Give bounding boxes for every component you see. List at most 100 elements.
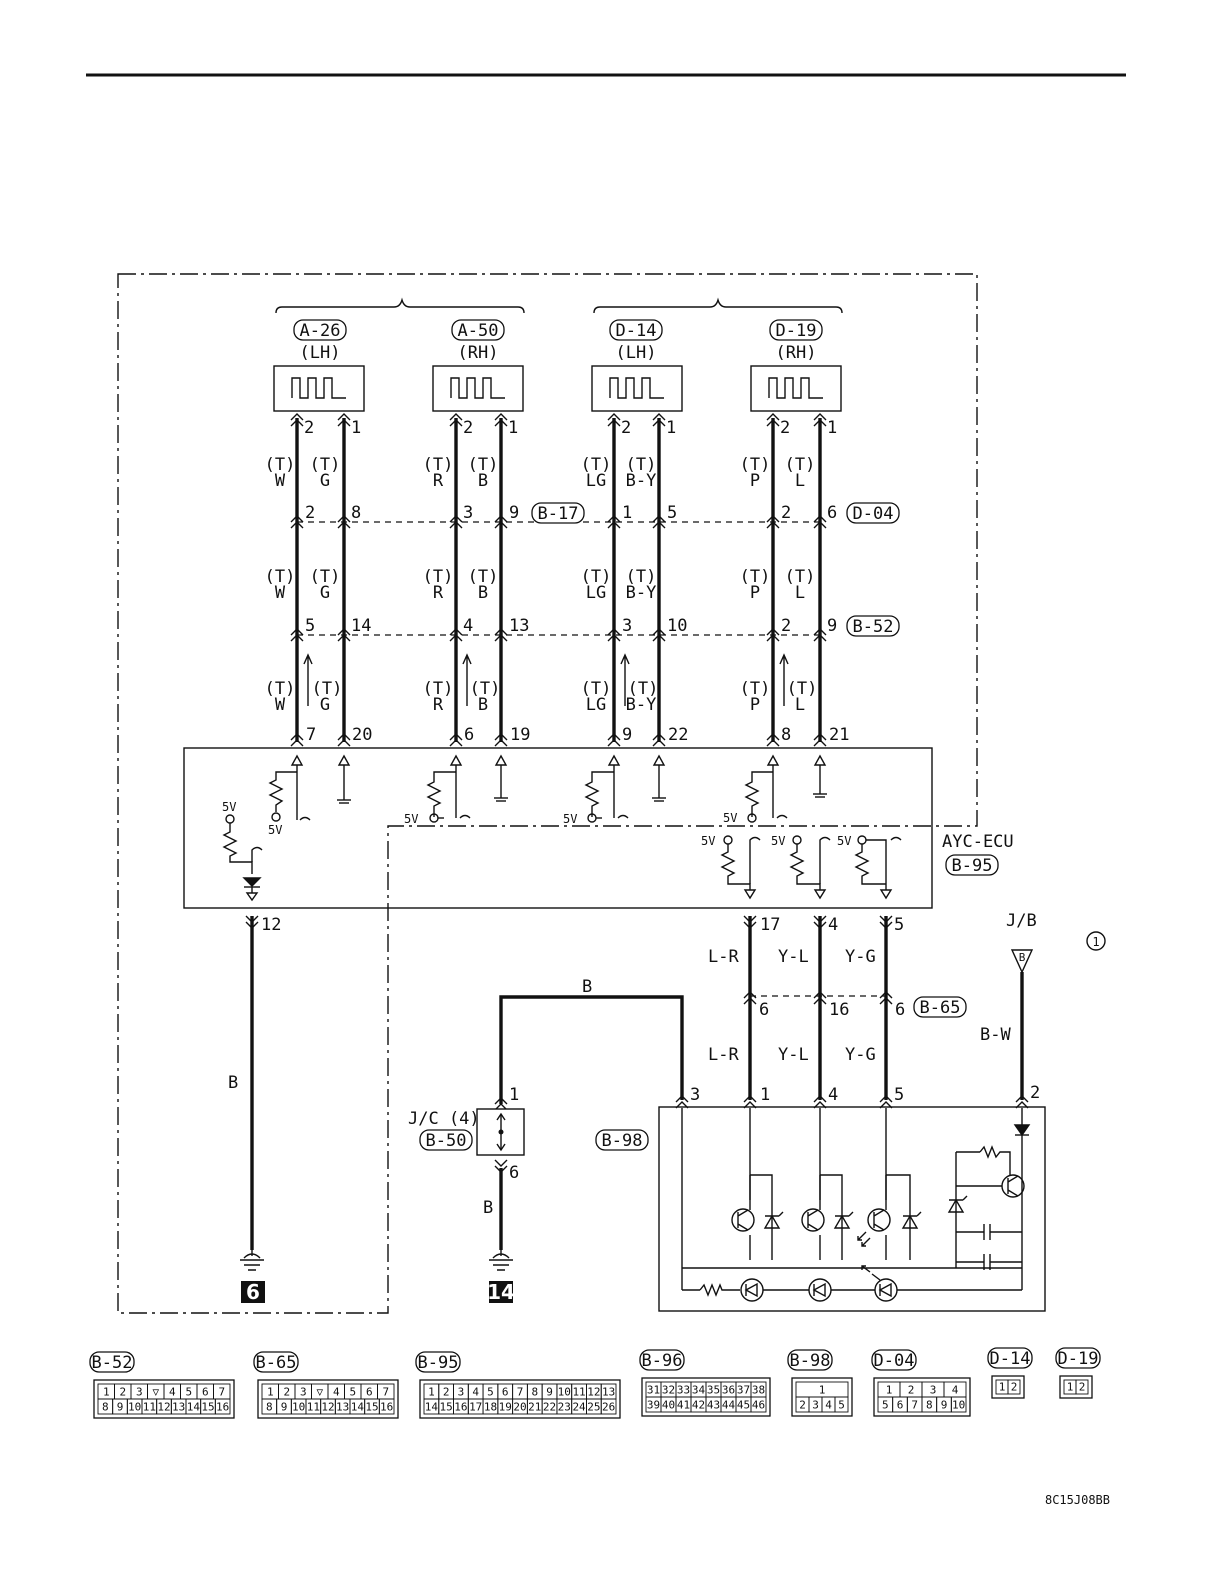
pin-label: 2 [799,1399,806,1412]
svg-text:6: 6 [246,1280,260,1304]
pin-label: 24 [572,1401,586,1414]
pin-label: 10 [558,1386,571,1399]
pin-label: 9 [546,1386,553,1399]
svg-text:(T): (T) [787,679,818,699]
pin-label: 5 [349,1386,356,1399]
ecu-input-pins: 7 20 6 19 9 22 8 21 [306,725,849,745]
svg-text:6: 6 [759,1000,769,1020]
pin-label: 36 [722,1384,735,1397]
sensor-pin-numbers: 2 1 2 1 2 1 2 1 [304,418,837,438]
svg-text:B: B [1019,951,1026,964]
signal-arrows [303,653,789,706]
pin-label: 4 [952,1384,959,1397]
svg-text:G: G [320,583,330,603]
wheel-sensor-a26: A-26 (LH) [273,319,365,412]
pin-label: 7 [218,1386,225,1399]
svg-text:B-Y: B-Y [626,471,657,491]
pin-label: 39 [647,1399,660,1412]
pin-label: 4 [825,1399,832,1412]
svg-text:Y-L: Y-L [778,1045,809,1065]
svg-text:4: 4 [463,616,473,636]
pin-label: 2 [283,1386,290,1399]
pin-label: 4 [472,1386,479,1399]
svg-text:5V: 5V [563,812,577,826]
svg-text:B-52: B-52 [853,617,894,637]
svg-text:(T): (T) [310,567,341,587]
pin-label: 15 [365,1401,378,1414]
svg-text:16: 16 [829,1000,849,1020]
pin-label: ▽ [316,1386,323,1399]
pin-label: 1 [886,1384,893,1397]
pin-label: 45 [737,1399,750,1412]
pin-label: 3 [930,1384,937,1397]
svg-text:LG: LG [586,583,606,603]
pin-label: 7 [382,1386,389,1399]
pin-label: 2 [1079,1381,1086,1394]
svg-text:P: P [750,471,760,491]
svg-text:6: 6 [464,725,474,745]
svg-text:2: 2 [1030,1083,1040,1103]
pin-label: 37 [737,1384,750,1397]
pin-label: 7 [911,1399,918,1412]
pin-label: 1 [267,1386,274,1399]
svg-text:LG: LG [586,471,606,491]
pin-label: 41 [677,1399,690,1412]
pin-label: 33 [677,1384,690,1397]
pin-label: 9 [281,1401,288,1414]
svg-text:14: 14 [351,616,371,636]
svg-text:6: 6 [509,1163,519,1183]
svg-text:R: R [433,471,444,491]
connector-face-label: D-14 [990,1349,1031,1369]
svg-text:LG: LG [586,695,606,715]
pin-label: 15 [440,1401,453,1414]
svg-text:B-95: B-95 [952,856,993,876]
svg-text:9: 9 [827,616,837,636]
ecu-output-wires: 17 4 5 L-R Y-L Y-G 6 16 6 B-65 L-R Y-L Y… [708,915,967,1109]
svg-text:(T): (T) [423,455,454,475]
pin-label: 42 [692,1399,705,1412]
junction-b17-d04: 2 8 3 9 B-17 1 5 2 6 D-04 [297,502,900,524]
connector-face-label: D-04 [874,1351,915,1371]
pin-label: 4 [169,1386,176,1399]
svg-text:3: 3 [622,616,632,636]
pin-label: 12 [321,1401,334,1414]
svg-text:J/B: J/B [1006,911,1037,931]
svg-text:8: 8 [781,725,791,745]
pin-label: 1 [1067,1381,1074,1394]
pin-label: 8 [926,1399,933,1412]
svg-text:(T): (T) [626,567,657,587]
svg-text:1: 1 [508,418,518,438]
svg-text:2: 2 [780,418,790,438]
svg-text:22: 22 [668,725,688,745]
svg-text:5V: 5V [268,823,282,837]
pin-label: 13 [602,1386,615,1399]
svg-text:A-26: A-26 [300,321,341,341]
pin-label: 20 [513,1401,526,1414]
svg-text:2: 2 [463,418,473,438]
svg-text:(T): (T) [581,567,612,587]
svg-text:B: B [478,471,488,491]
pin-label: 10 [952,1399,965,1412]
svg-text:Y-L: Y-L [778,947,809,967]
svg-text:Y-G: Y-G [845,947,876,967]
pin-label: 3 [300,1386,307,1399]
pin-label: 10 [292,1401,305,1414]
svg-text:(T): (T) [265,567,296,587]
svg-text:(T): (T) [628,679,659,699]
pin-label: 6 [502,1386,509,1399]
svg-text:8: 8 [351,503,361,523]
figure-code: 8C15J08BB [1045,1493,1110,1507]
svg-text:3: 3 [463,503,473,523]
svg-text:J/C (4): J/C (4) [408,1109,480,1129]
pin-label: 4 [333,1386,340,1399]
svg-text:B: B [582,977,592,997]
pin-label: 16 [454,1401,467,1414]
svg-text:17: 17 [760,915,780,935]
connector-face-label: B-52 [92,1353,133,1373]
pin-label: 3 [136,1386,143,1399]
pin-label: 43 [707,1399,720,1412]
svg-text:(T): (T) [740,679,771,699]
